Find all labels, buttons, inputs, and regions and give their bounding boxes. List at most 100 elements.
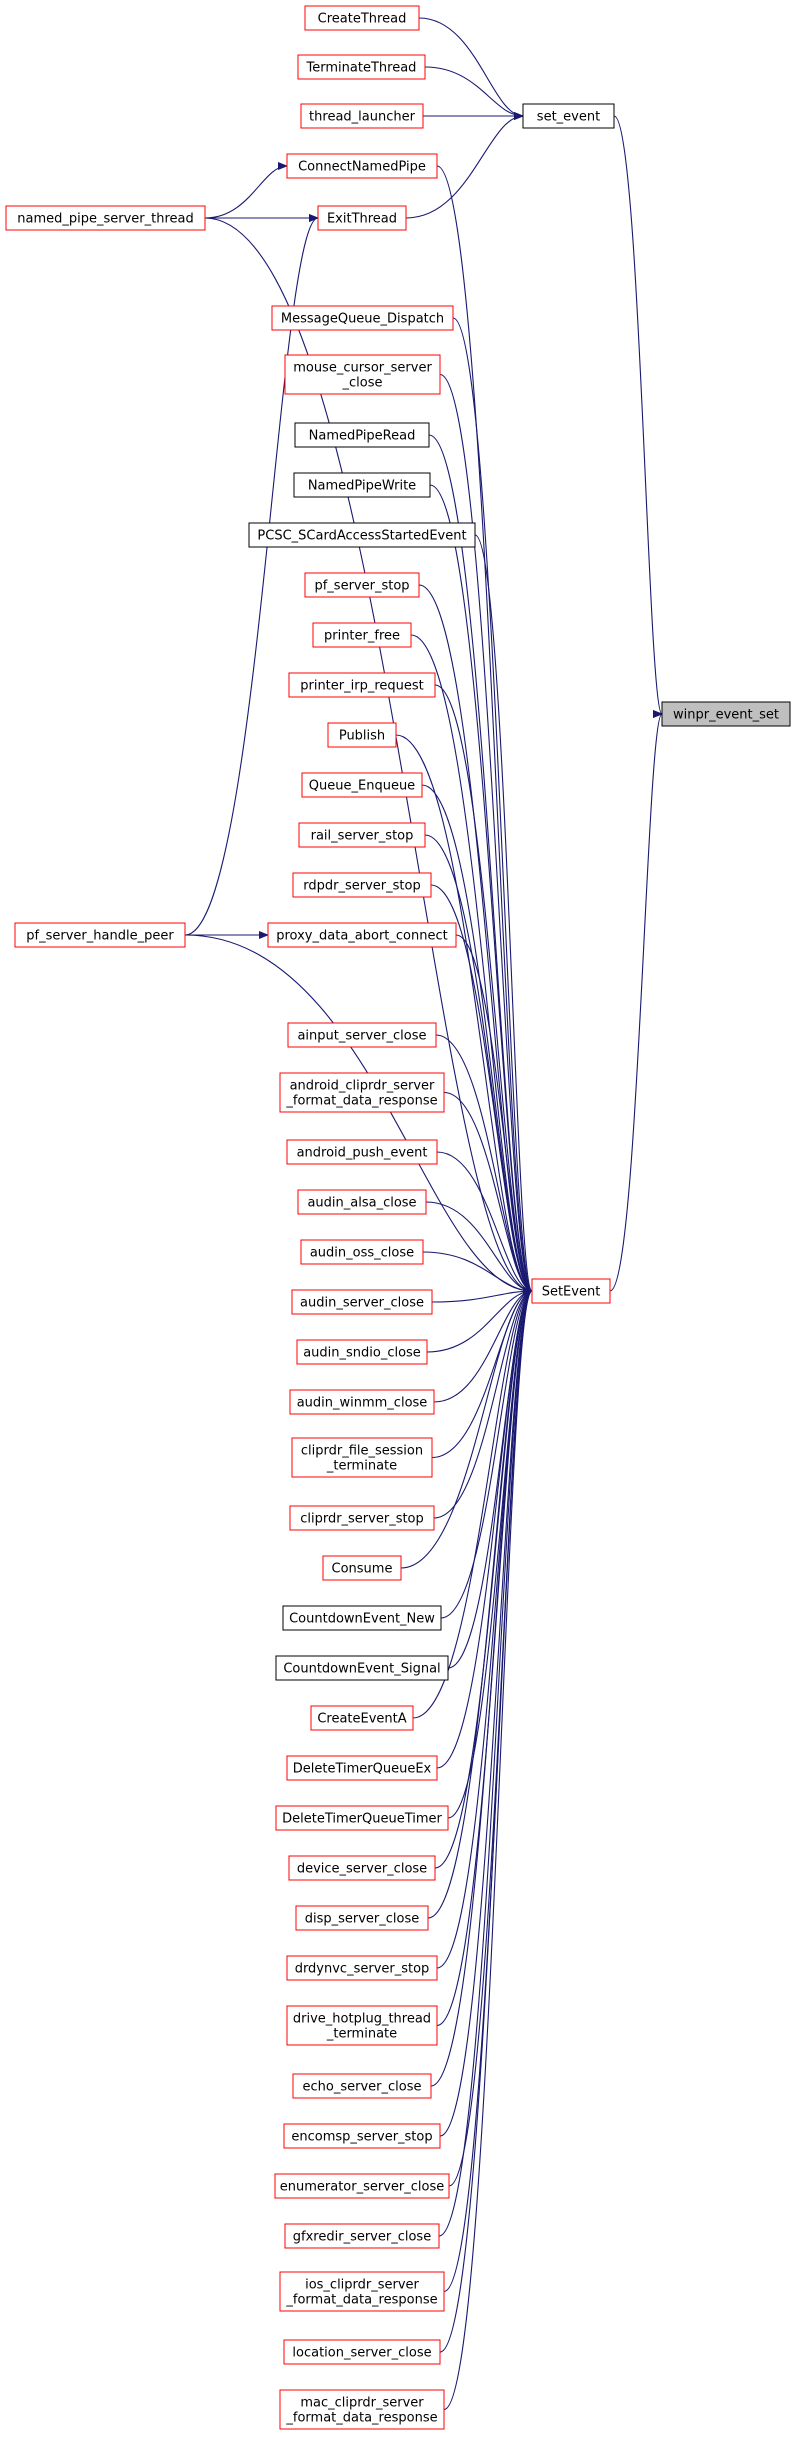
node-box [296,1339,428,1365]
node-consume[interactable]: Consume [322,1555,402,1581]
node-named-pipe-server-thread[interactable]: named_pipe_server_thread [5,205,206,231]
edge-mouse-cursor-server-close-to-set-event [439,373,533,1295]
edge-connect-named-pipe-to-set-event [436,165,533,1295]
node-publish[interactable]: Publish [327,722,397,748]
node-terminate-thread[interactable]: TerminateThread [297,54,426,80]
node-label: ExitThread [327,212,397,227]
node-audin-oss-close[interactable]: audin_oss_close [300,1239,424,1265]
node-drive-hotplug-thread-terminate[interactable]: drive_hotplug_thread_terminate [286,2005,438,2046]
node-named-pipe-read[interactable]: NamedPipeRead [294,422,430,448]
edge-ios-cliprdr-server-format-data-response-to-set-event [443,1287,533,2293]
edge-pf-server-handle-peer-to-set-event [184,934,533,1295]
node-winpr-event-set[interactable]: winpr_event_set [661,701,791,727]
node-enumerator-server-close[interactable]: enumerator_server_close [274,2173,450,2199]
node-android-push-event[interactable]: android_push_event [286,1139,438,1165]
node-cliprdr-file-session-terminate[interactable]: cliprdr_file_session_terminate [291,1437,433,1478]
node-message-queue-dispatch[interactable]: MessageQueue_Dispatch [271,305,454,331]
node-cliprdr-server-stop[interactable]: cliprdr_server_stop [289,1505,435,1531]
node-label: CountdownEvent_New [289,1612,435,1627]
node-audin-alsa-close[interactable]: audin_alsa_close [297,1189,427,1215]
node-label: pf_server_handle_peer [26,929,174,944]
edge-named-pipe-server-thread-to-set-event [204,217,533,1295]
node-set-event[interactable]: SetEvent [531,1278,611,1304]
node-label: Queue_Enqueue [309,779,415,794]
node-box [248,522,476,548]
node-delete-timer-queue-ex[interactable]: DeleteTimerQueueEx [286,1755,438,1781]
node-delete-timer-queue-timer[interactable]: DeleteTimerQueueTimer [275,1805,449,1831]
node-countdown-event-new[interactable]: CountdownEvent_New [282,1605,442,1631]
node-label: pf_server_stop [314,579,409,594]
edge-rail-server-stop-to-set-event [424,834,533,1295]
node-box [297,54,426,80]
node-thread-launcher[interactable]: thread_launcher [300,103,424,129]
node-pf-server-stop[interactable]: pf_server_stop [304,572,420,598]
node-create-thread[interactable]: CreateThread [304,5,420,31]
node-label: cliprdr_server_stop [300,1512,424,1527]
node-device-server-close[interactable]: device_server_close [288,1855,436,1881]
node-connect-named-pipe[interactable]: ConnectNamedPipe [286,153,438,179]
node-printer-free[interactable]: printer_free [312,622,412,648]
node-queue-enqueue[interactable]: Queue_Enqueue [301,772,423,798]
node-label: ainput_server_close [297,1029,426,1044]
edge-rdpdr-server-stop-to-set-event [430,884,533,1295]
edge-mac-cliprdr-server-format-data-response-to-set-event [443,1287,533,2411]
node-box [286,1955,438,1981]
node-pf-server-handle-peer[interactable]: pf_server_handle_peer [14,922,186,948]
node-exit-thread[interactable]: ExitThread [317,205,407,231]
node-disp-server-close[interactable]: disp_server_close [295,1905,429,1931]
node-box [288,672,436,698]
node-box [661,701,791,727]
node-box [300,1239,424,1265]
node-label: _format_data_response [285,1094,437,1109]
node-label: audin_server_close [300,1296,424,1311]
node-ios-cliprdr-server-format-data-response[interactable]: ios_cliprdr_server_format_data_response [279,2271,445,2312]
node-android-cliprdr-server-format-data-response[interactable]: android_cliprdr_server_format_data_respo… [279,1072,445,1113]
node-audin-server-close[interactable]: audin_server_close [291,1289,433,1315]
node-set-event[interactable]: set_event [522,103,615,129]
edge-message-queue-dispatch-to-set-event [452,317,533,1295]
node-named-pipe-write[interactable]: NamedPipeWrite [293,472,431,498]
node-box [279,2271,445,2312]
node-box [286,1755,438,1781]
node-printer-irp-request[interactable]: printer_irp_request [288,672,436,698]
node-box [274,2173,450,2199]
node-audin-sndio-close[interactable]: audin_sndio_close [296,1339,428,1365]
node-mouse-cursor-server-close[interactable]: mouse_cursor_server_close [284,354,441,395]
node-box [298,822,426,848]
node-audin-winmm-close[interactable]: audin_winmm_close [289,1389,435,1415]
node-box [286,2005,438,2046]
edge-countdown-event-new-to-set-event [440,1287,533,1619]
node-box [293,472,431,498]
edge-audin-alsa-close-to-set-event [425,1201,533,1295]
edge-create-thread-to-set-event [418,17,524,120]
node-box [5,205,206,231]
node-gfxredir-server-close[interactable]: gfxredir_server_close [284,2223,440,2249]
edge-ainput-server-close-to-set-event [435,1034,533,1295]
edge-publish-to-set-event [395,734,533,1295]
node-rdpdr-server-stop[interactable]: rdpdr_server_stop [292,872,432,898]
node-label: _close [342,376,383,391]
node-box [291,1289,433,1315]
node-countdown-event-signal[interactable]: CountdownEvent_Signal [275,1655,449,1681]
edge-named-pipe-read-to-set-event [428,434,533,1295]
edge-named-pipe-server-thread-to-connect-named-pipe [204,162,288,219]
node-box [283,2339,441,2365]
node-create-event-a[interactable]: CreateEventA [310,1705,414,1731]
edge-consume-to-set-event [400,1287,533,1569]
edge-pf-server-handle-peer-to-exit-thread [184,214,319,936]
node-location-server-close[interactable]: location_server_close [283,2339,441,2365]
node-label: drdynvc_server_stop [295,1962,430,1977]
node-proxy-data-abort-connect[interactable]: proxy_data_abort_connect [267,922,457,948]
node-pcsc-scard-access-started-event[interactable]: PCSC_SCardAccessStartedEvent [248,522,476,548]
node-drdynvc-server-stop[interactable]: drdynvc_server_stop [286,1955,438,1981]
node-box [282,1605,442,1631]
node-label: CountdownEvent_Signal [283,1662,440,1677]
node-echo-server-close[interactable]: echo_server_close [292,2073,432,2099]
edge-audin-oss-close-to-set-event [422,1251,533,1295]
node-rail-server-stop[interactable]: rail_server_stop [298,822,426,848]
node-mac-cliprdr-server-format-data-response[interactable]: mac_cliprdr_server_format_data_response [279,2389,445,2430]
node-encomsp-server-stop[interactable]: encomsp_server_stop [283,2123,441,2149]
edge-exit-thread-to-set-event [405,112,524,219]
node-box [289,1389,435,1415]
node-ainput-server-close[interactable]: ainput_server_close [287,1022,437,1048]
